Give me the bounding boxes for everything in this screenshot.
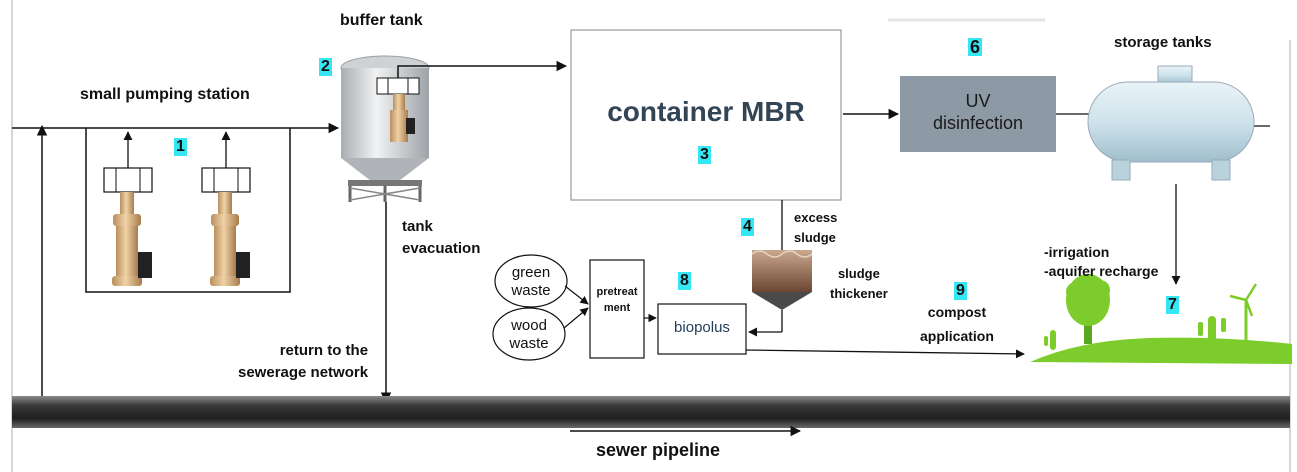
biopolus-box (657, 303, 747, 355)
sludge-thickener-label: sludge thickener (830, 264, 888, 304)
uv-line-1: UV (965, 91, 991, 111)
pretreatment-box (589, 259, 645, 359)
sewer-pipe (12, 396, 1290, 428)
return-to-network-label: return to the sewerage network (238, 340, 368, 384)
step-badge-7: 7 (1166, 296, 1179, 314)
return-line-1: return to the (279, 342, 369, 359)
buffer-tank-label: buffer tank (340, 12, 423, 29)
step-badge-6: 6 (968, 37, 983, 57)
biopolus-label: biopolus (674, 319, 730, 336)
compost-line-1: compost (927, 304, 987, 320)
wood-waste-line-2: waste (509, 335, 549, 352)
compost-line (745, 349, 1025, 359)
uv-disinfection-box (900, 76, 1056, 152)
cactus-icon (1198, 316, 1226, 344)
aquifer-recharge-label: -aquifer recharge (1044, 263, 1159, 279)
wood-to-pretreat-line (563, 307, 589, 329)
pumping-station-pit (85, 128, 291, 293)
excess-sludge-line-2: sludge (794, 230, 836, 245)
wood-waste-label: wood waste (493, 317, 565, 353)
pretreatment-label: pretreat ment (590, 284, 644, 316)
step-badge-1: 1 (174, 138, 187, 156)
storage-tank-icon (1087, 65, 1255, 181)
reuse-landscape (1030, 274, 1292, 364)
green-waste-line-1: green (511, 264, 551, 281)
step-badge-9: 9 (954, 282, 967, 300)
uv-disinfection-label: UV disinfection (900, 90, 1056, 134)
tank-evacuation-line-2: evacuation (402, 240, 481, 257)
irrigation-label: -irrigation (1044, 244, 1110, 260)
tree-icon (1066, 274, 1110, 344)
pretreatment-line-2: ment (603, 302, 631, 314)
sludge-thickener-icon (751, 250, 813, 310)
container-mbr-label: container MBR (607, 96, 805, 127)
tank-evacuation-label: tank evacuation (402, 216, 480, 260)
wind-turbine-icon (1229, 283, 1258, 344)
sludge-thickener-line-2: thickener (830, 286, 888, 301)
pump-icon (103, 131, 153, 286)
sewer-pipeline-label: sewer pipeline (596, 440, 721, 460)
pump-icon (201, 131, 251, 286)
compost-line-2: application (920, 328, 994, 344)
sludge-thickener-line-1: sludge (837, 266, 880, 281)
cactus-icon (1044, 330, 1056, 350)
container-mbr-box (570, 29, 842, 201)
green-to-pretreat-line (564, 285, 589, 305)
buffer-to-mbr-line (397, 60, 568, 78)
excess-sludge-line-1: excess (794, 210, 838, 225)
step-badge-8: 8 (678, 272, 691, 290)
step-badge-2: 2 (319, 58, 332, 76)
uv-line-2: disinfection (932, 113, 1024, 133)
compost-application-label: compost application (920, 300, 994, 348)
small-pumping-station-label: small pumping station (80, 86, 250, 103)
tank-icon (340, 55, 430, 202)
pretreatment-line-1: pretreat (596, 286, 638, 298)
step-badge-3: 3 (698, 146, 711, 164)
green-waste-node (494, 254, 568, 308)
step-badge-4: 4 (741, 218, 754, 236)
wood-waste-line-1: wood (511, 317, 547, 334)
wood-waste-node (492, 307, 566, 361)
green-waste-line-2: waste (511, 282, 551, 299)
storage-tanks-label: storage tanks (1114, 34, 1212, 51)
return-line-2: sewerage network (238, 364, 369, 381)
excess-sludge-label: excess sludge (794, 208, 837, 248)
tank-evacuation-line-1: tank (402, 218, 433, 235)
green-waste-label: green waste (495, 264, 567, 300)
